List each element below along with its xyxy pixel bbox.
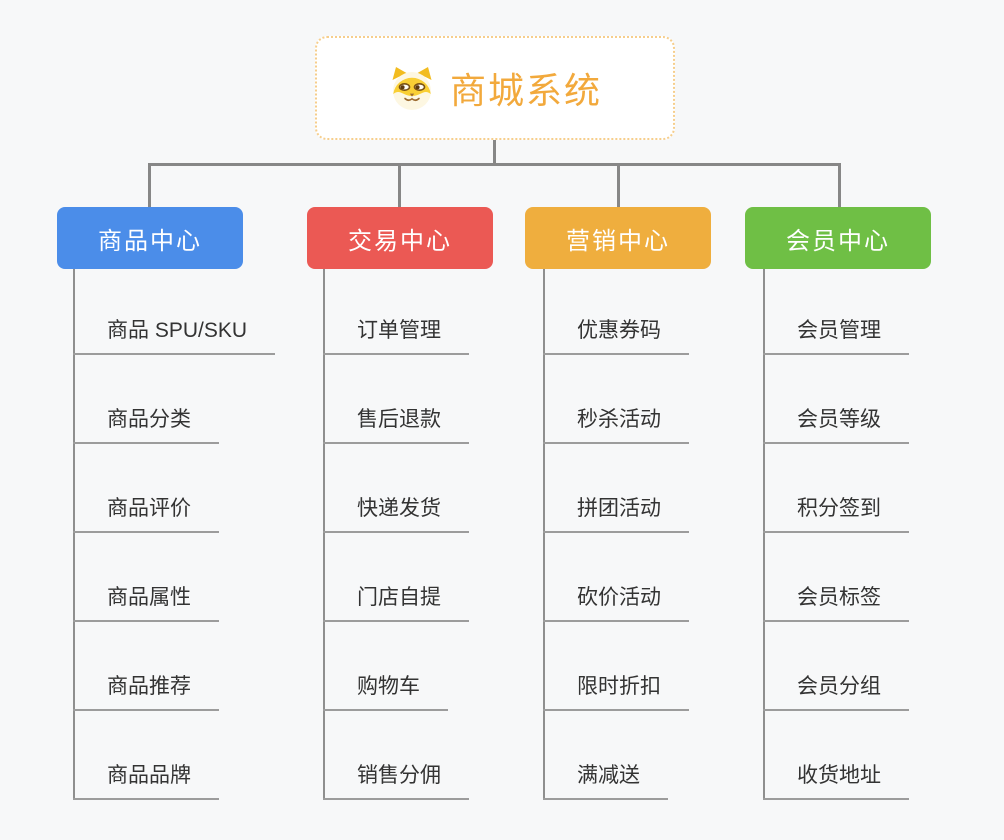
branch-vline	[763, 269, 765, 800]
leaf-node[interactable]: 售后退款	[323, 404, 469, 444]
leaf-node[interactable]: 商品评价	[73, 493, 219, 533]
leaf-node[interactable]: 砍价活动	[543, 582, 689, 622]
branch-label: 商品中心	[98, 227, 202, 255]
connector-drop	[148, 163, 151, 208]
leaf-node[interactable]: 快递发货	[323, 493, 469, 533]
branch-label: 会员中心	[786, 227, 890, 255]
branch-node-trade-center[interactable]: 交易中心	[307, 207, 493, 269]
leaf-node[interactable]: 秒杀活动	[543, 404, 689, 444]
connector-crossbar	[148, 163, 841, 166]
leaf-node[interactable]: 限时折扣	[543, 671, 689, 711]
leaf-node[interactable]: 满减送	[543, 760, 668, 800]
connector-stem	[493, 140, 496, 165]
branch-node-product-center[interactable]: 商品中心	[57, 207, 243, 269]
branch-vline	[323, 269, 325, 800]
branch-node-marketing-center[interactable]: 营销中心	[525, 207, 711, 269]
leaf-node[interactable]: 商品 SPU/SKU	[73, 315, 276, 355]
branch-label: 营销中心	[566, 227, 670, 255]
leaf-node[interactable]: 商品属性	[73, 582, 219, 622]
root-node[interactable]: 商城系统	[315, 36, 675, 140]
branch-vline	[73, 269, 75, 800]
dog-icon	[392, 67, 432, 110]
branch-node-member-center[interactable]: 会员中心	[745, 207, 931, 269]
leaf-node[interactable]: 商品品牌	[73, 760, 219, 800]
connector-drop	[398, 163, 401, 208]
leaf-node[interactable]: 购物车	[323, 671, 448, 711]
leaf-node[interactable]: 会员标签	[763, 582, 909, 622]
leaf-node[interactable]: 销售分佣	[323, 760, 469, 800]
leaf-node[interactable]: 积分签到	[763, 493, 909, 533]
leaf-node[interactable]: 商品推荐	[73, 671, 219, 711]
leaf-node[interactable]: 门店自提	[323, 582, 469, 622]
leaf-node[interactable]: 拼团活动	[543, 493, 689, 533]
leaf-node[interactable]: 会员等级	[763, 404, 909, 444]
leaf-node[interactable]: 会员分组	[763, 671, 909, 711]
connector-drop	[617, 163, 620, 208]
root-node-label: 商城系统	[449, 70, 602, 111]
leaf-node[interactable]: 收货地址	[763, 760, 909, 800]
leaf-node[interactable]: 优惠券码	[543, 315, 689, 355]
connector-drop	[838, 163, 841, 208]
leaf-node[interactable]: 会员管理	[763, 315, 909, 355]
branch-label: 交易中心	[348, 227, 452, 255]
branch-vline	[543, 269, 545, 800]
leaf-node[interactable]: 商品分类	[73, 404, 219, 444]
leaf-node[interactable]: 订单管理	[323, 315, 469, 355]
